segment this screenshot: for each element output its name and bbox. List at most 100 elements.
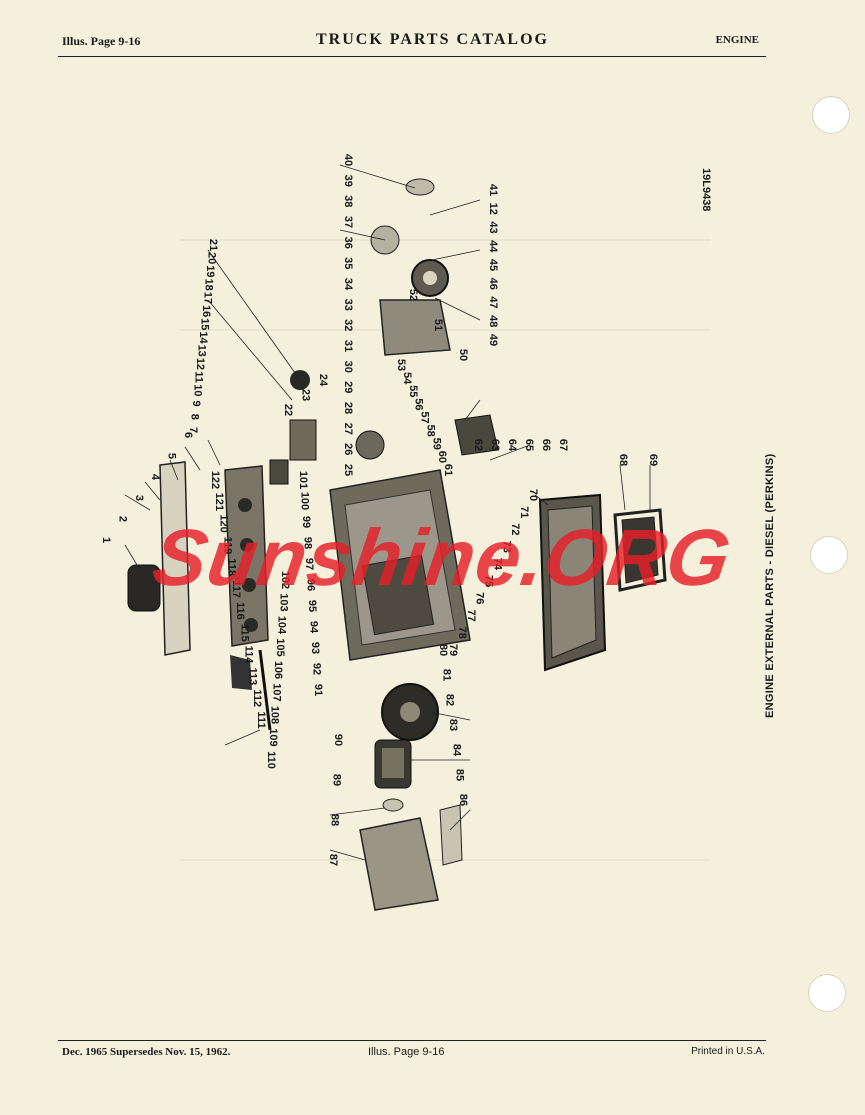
callout-66: 66 xyxy=(540,439,552,451)
callout-90: 90 xyxy=(332,734,344,746)
callout-96: 96 xyxy=(305,579,317,591)
callout-73: 73 xyxy=(500,541,512,553)
fuel-injection-pump xyxy=(269,370,317,485)
header-rule xyxy=(58,56,766,57)
callout-14: 14 xyxy=(197,331,209,344)
callout-23: 23 xyxy=(300,389,312,401)
callout-112: 112 xyxy=(251,689,263,707)
callout-56: 56 xyxy=(413,398,425,410)
callout-111: 111 xyxy=(255,711,267,728)
punch-hole-bottom xyxy=(808,974,846,1012)
callout-71: 71 xyxy=(518,506,530,518)
callout-33: 33 xyxy=(342,299,354,311)
callout-84: 84 xyxy=(450,744,462,757)
callout-26: 26 xyxy=(342,443,354,455)
callout-114: 114 xyxy=(243,646,255,665)
callout-89: 89 xyxy=(330,774,342,786)
callout-87: 87 xyxy=(327,854,339,866)
header-title: TRUCK PARTS CATALOG xyxy=(315,31,549,48)
callout-6: 6 xyxy=(182,432,194,438)
callout-36: 36 xyxy=(342,237,354,249)
callout-103: 103 xyxy=(277,593,289,611)
callout-65: 65 xyxy=(523,439,535,451)
callout-80: 80 xyxy=(437,644,449,656)
callout-40: 40 xyxy=(342,154,354,166)
callout-22: 22 xyxy=(282,404,294,416)
callout-35: 35 xyxy=(342,257,354,269)
callout-52: 52 xyxy=(407,289,419,301)
punch-hole-top xyxy=(812,96,850,134)
callout-39: 39 xyxy=(342,175,354,187)
callout-4: 4 xyxy=(149,474,161,481)
header-section: ENGINE xyxy=(715,34,759,46)
callout-72: 72 xyxy=(509,523,521,535)
callout-11: 11 xyxy=(193,371,205,383)
callout-58: 58 xyxy=(424,424,436,436)
callout-10: 10 xyxy=(191,384,203,396)
callout-24: 24 xyxy=(317,374,329,387)
callout-101: 101 xyxy=(297,471,309,489)
engine-block xyxy=(329,469,471,661)
callout-116: 116 xyxy=(234,602,246,620)
callout-107: 107 xyxy=(270,683,282,701)
callout-83: 83 xyxy=(447,719,459,731)
callout-91: 91 xyxy=(312,684,324,696)
callout-98: 98 xyxy=(302,537,314,549)
callout-25: 25 xyxy=(342,464,354,476)
callout-37: 37 xyxy=(342,216,354,228)
callout-74: 74 xyxy=(491,558,503,571)
callout-75: 75 xyxy=(483,575,495,587)
callout-53: 53 xyxy=(395,359,407,371)
callout-109: 109 xyxy=(267,728,279,746)
watermark: Sunshine.ORG xyxy=(147,513,737,602)
callout-44: 44 xyxy=(487,240,499,253)
callout-115: 115 xyxy=(238,624,250,642)
callout-49: 49 xyxy=(487,334,499,346)
callout-50: 50 xyxy=(457,349,469,361)
starter-motor xyxy=(374,739,412,789)
callout-105: 105 xyxy=(274,638,286,656)
callout-12: 12 xyxy=(194,358,206,370)
callout-59: 59 xyxy=(430,438,442,450)
crankshaft-pulley xyxy=(381,683,439,741)
callout-63: 63 xyxy=(489,439,501,451)
callout-57: 57 xyxy=(419,411,431,423)
callout-82: 82 xyxy=(444,694,456,706)
leader-lines xyxy=(124,164,651,861)
callout-85: 85 xyxy=(454,769,466,781)
callout-47: 47 xyxy=(487,296,499,308)
callout-93: 93 xyxy=(309,642,321,654)
footer-rule xyxy=(58,1040,766,1041)
callout-88: 88 xyxy=(329,814,341,826)
callout-29: 29 xyxy=(342,381,354,393)
callout-102: 102 xyxy=(279,571,291,589)
callout-108: 108 xyxy=(269,706,281,724)
callout-30: 30 xyxy=(342,361,354,373)
callout-51: 51 xyxy=(432,319,444,331)
footer-printed: Printed in U.S.A. xyxy=(691,1046,765,1057)
callout-81: 81 xyxy=(440,669,452,681)
callout-7: 7 xyxy=(187,427,199,433)
callout-38: 38 xyxy=(342,195,354,207)
callout-95: 95 xyxy=(306,600,318,612)
callout-69: 69 xyxy=(647,454,659,466)
water-pump xyxy=(355,414,499,460)
callout-34: 34 xyxy=(342,278,354,291)
callout-17: 17 xyxy=(201,292,213,304)
callout-77: 77 xyxy=(465,609,477,621)
callout-28: 28 xyxy=(342,402,354,414)
callout-45: 45 xyxy=(487,259,499,271)
callout-99: 99 xyxy=(300,516,312,528)
callout-8: 8 xyxy=(188,414,200,420)
callout-97: 97 xyxy=(303,558,315,570)
callout-119: 119 xyxy=(222,537,234,555)
callout-70: 70 xyxy=(527,489,539,501)
callout-1: 1 xyxy=(100,537,112,543)
callout-122: 122 xyxy=(209,471,221,489)
callout-2: 2 xyxy=(116,516,128,522)
callout-12: 12 xyxy=(487,203,499,215)
callout-94: 94 xyxy=(308,621,320,634)
callout-18: 18 xyxy=(203,278,215,290)
callout-48: 48 xyxy=(487,315,499,327)
